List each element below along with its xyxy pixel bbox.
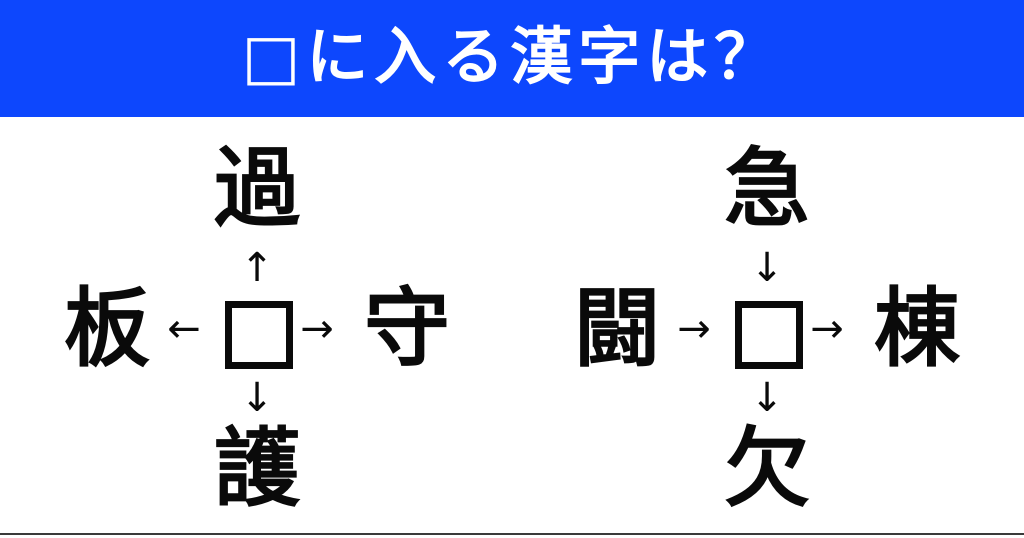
header-banner: □に入る漢字は？ [0,0,1024,117]
puzzle-left-arrow-right-icon: → [300,306,334,352]
page-title: □に入る漢字は？ [241,19,783,93]
puzzle-left-bottom-kanji: 護 [214,419,300,519]
puzzle-right-bottom-kanji: 欠 [724,419,810,519]
puzzle-left-left-kanji: 板 [64,279,150,379]
puzzle-right-answer-box[interactable] [735,301,803,369]
puzzle-left-answer-box[interactable] [225,301,293,369]
puzzle-right-right-kanji: 棟 [874,279,960,379]
puzzle-right-top-kanji: 急 [724,139,810,239]
footer-divider [0,533,1024,535]
puzzle-left-arrow-down-icon: ↓ [240,375,274,421]
puzzle-left-arrow-left-icon: ← [167,306,201,352]
puzzle-right-left-kanji: 闘 [574,279,660,379]
puzzle-right-arrow-down-icon: ↓ [750,375,784,421]
puzzle-right-arrow-right-icon: → [810,306,844,352]
puzzle-left-top-kanji: 過 [214,139,300,239]
puzzle-right-arrow-top-icon: ↓ [750,245,784,291]
puzzle-area: 過 ↑ 板 ← → 守 ↓ 護 急 ↓ 闘 → → 棟 ↓ 欠 [0,117,1024,532]
puzzle-left: 過 ↑ 板 ← → 守 ↓ 護 [22,131,492,531]
puzzle-left-right-kanji: 守 [364,279,450,379]
puzzle-right-arrow-left-icon: → [677,306,711,352]
puzzle-right: 急 ↓ 闘 → → 棟 ↓ 欠 [532,131,1002,531]
puzzle-left-arrow-up-icon: ↑ [240,245,274,291]
